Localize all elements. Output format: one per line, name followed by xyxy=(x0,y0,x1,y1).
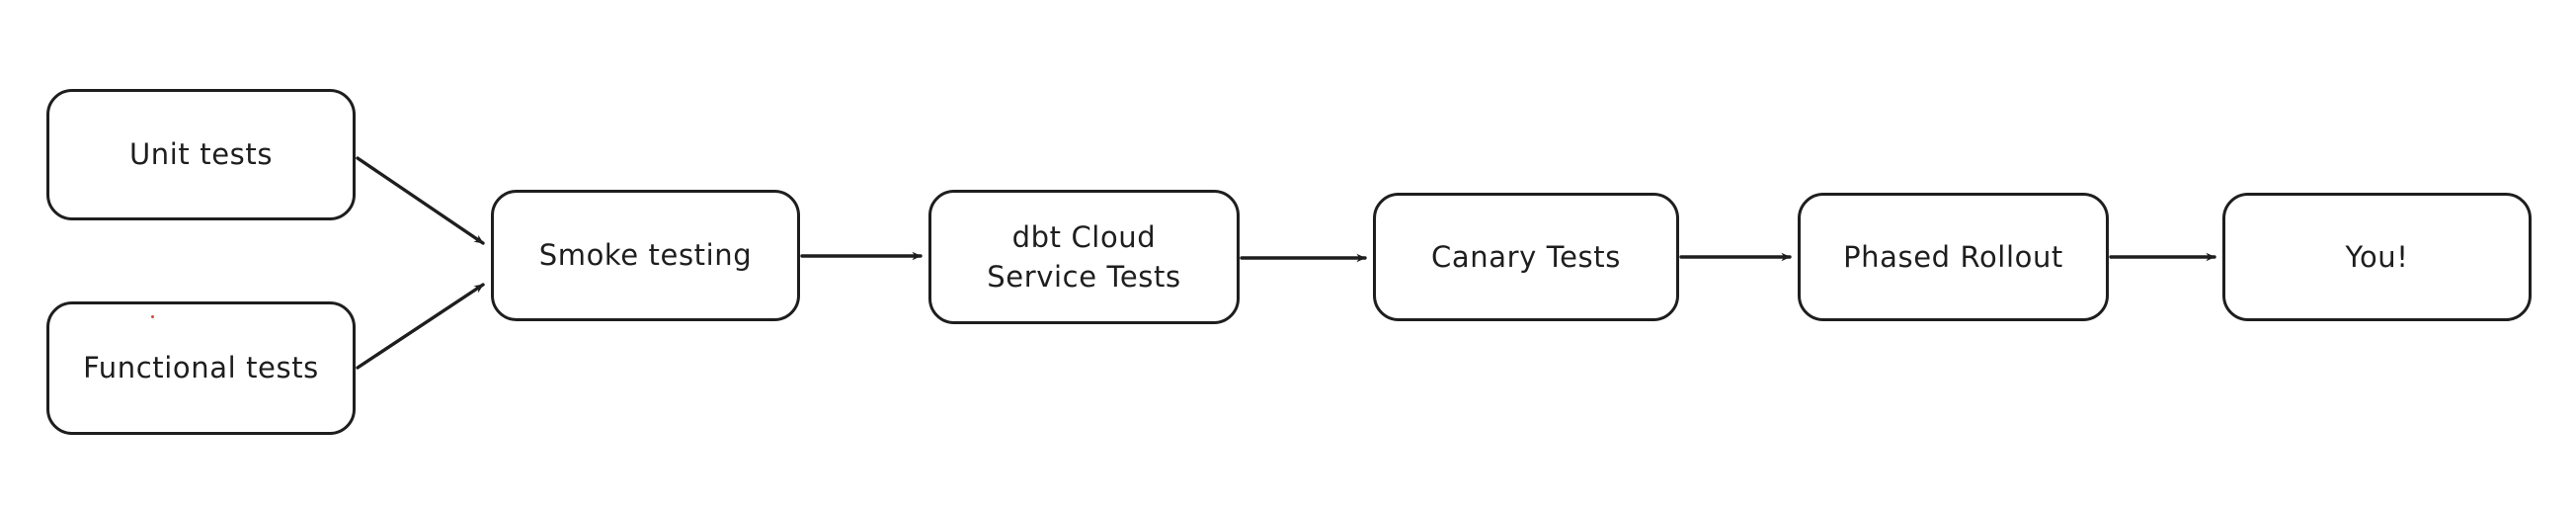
node-you[interactable]: You! xyxy=(2222,193,2532,321)
node-label: Canary Tests xyxy=(1431,239,1621,274)
node-label: Unit tests xyxy=(128,137,274,172)
edge-functional-to-smoke xyxy=(356,283,485,370)
red-speck-artifact xyxy=(151,315,154,318)
node-label: dbt Cloud Service Tests xyxy=(987,219,1181,294)
node-label: Phased Rollout xyxy=(1843,239,2063,274)
node-canary-tests[interactable]: Canary Tests xyxy=(1373,193,1679,321)
node-phased-rollout[interactable]: Phased Rollout xyxy=(1798,193,2109,321)
node-label: You! xyxy=(2345,239,2409,274)
node-smoke-testing[interactable]: Smoke testing xyxy=(491,190,800,321)
node-label: Functional tests xyxy=(83,351,319,385)
node-dbt-cloud-service-tests[interactable]: dbt Cloud Service Tests xyxy=(928,190,1240,324)
node-functional-tests[interactable]: Functional tests xyxy=(46,301,356,435)
edge-unit-to-smoke xyxy=(356,156,485,245)
node-label: Smoke testing xyxy=(538,238,753,273)
node-unit-tests[interactable]: Unit tests xyxy=(46,89,356,220)
